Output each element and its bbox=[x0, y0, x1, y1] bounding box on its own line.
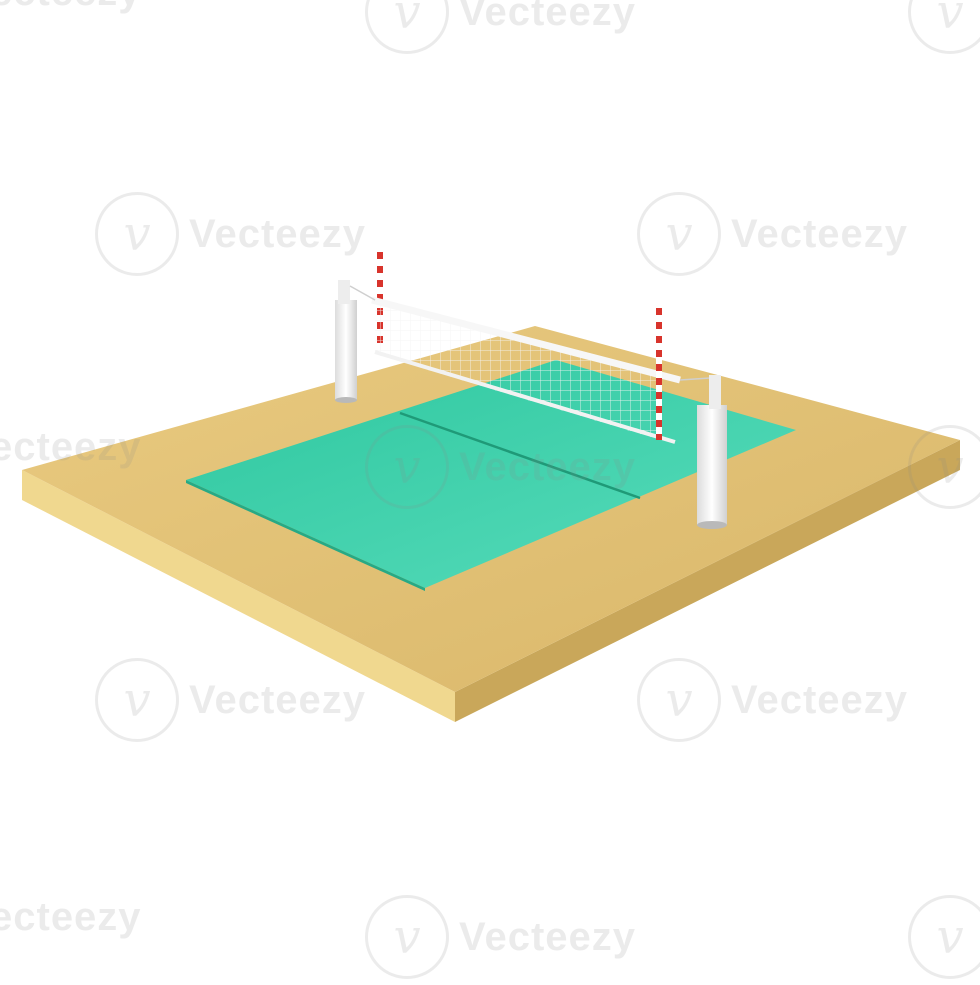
post-right-cap bbox=[709, 375, 721, 409]
antenna-right bbox=[656, 308, 662, 440]
post-right-body bbox=[697, 405, 727, 525]
center-line bbox=[399, 411, 641, 500]
antenna-left bbox=[377, 246, 383, 350]
sand-side-right bbox=[455, 440, 960, 722]
net-cable-right bbox=[679, 377, 711, 381]
net-mesh bbox=[375, 300, 660, 440]
net-bottom-band bbox=[374, 350, 676, 444]
court-edge bbox=[186, 480, 425, 591]
net-post-right bbox=[697, 375, 727, 529]
net-cable-left bbox=[349, 285, 376, 301]
post-left-body bbox=[335, 300, 357, 400]
post-left-cap bbox=[338, 280, 350, 304]
sand-side-left bbox=[22, 470, 455, 722]
net-top-band bbox=[371, 296, 681, 384]
volleyball-net bbox=[349, 285, 711, 444]
net-post-left bbox=[335, 280, 357, 403]
